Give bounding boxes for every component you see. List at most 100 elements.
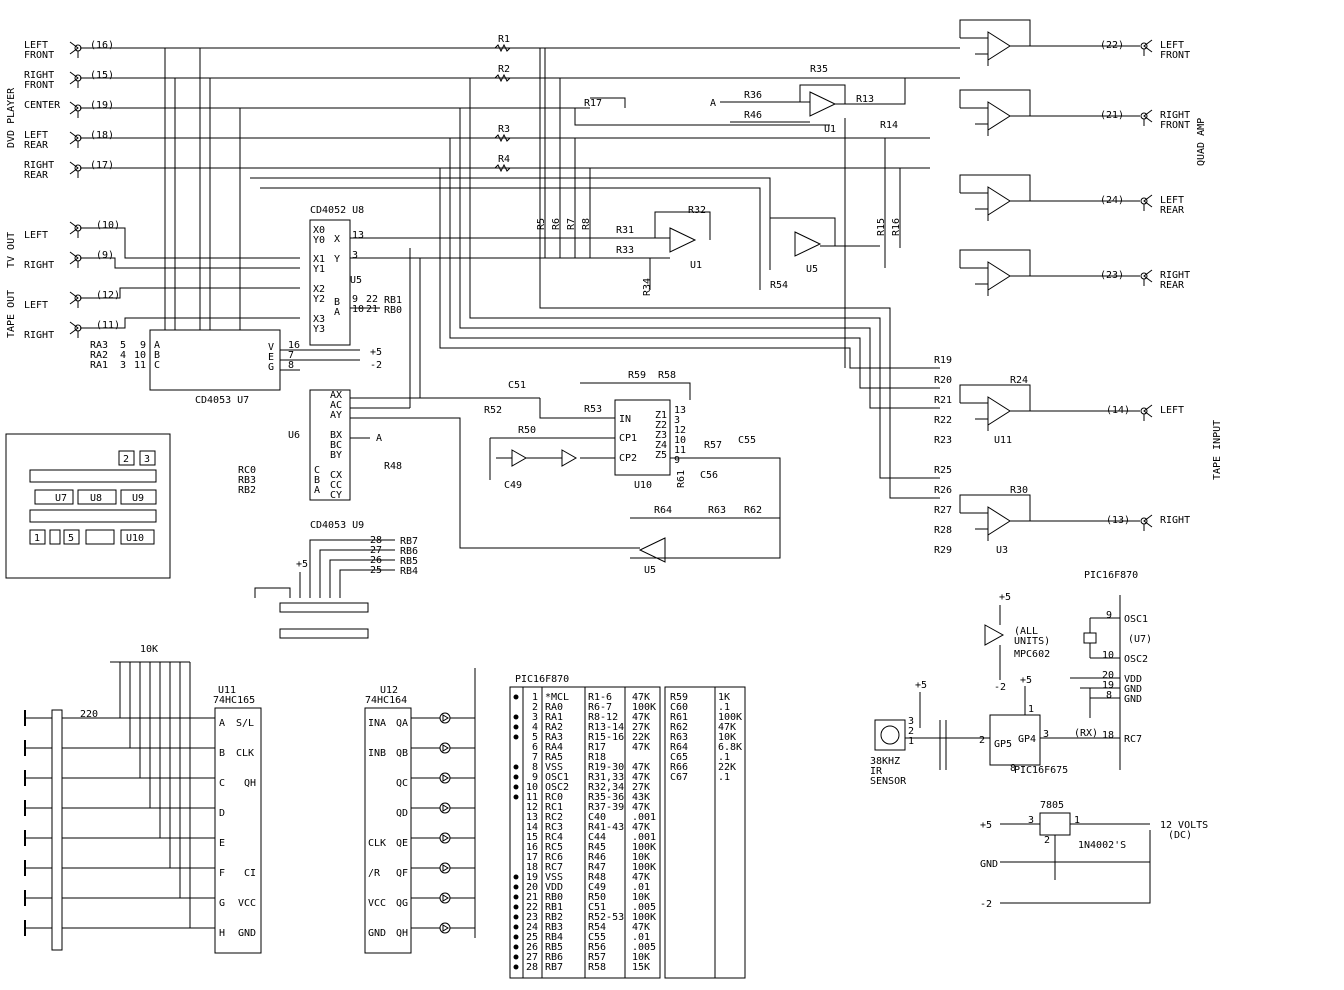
resistor-label: R25 bbox=[934, 465, 952, 476]
part-ref: R37-39 bbox=[588, 802, 624, 813]
svg-text:IN: IN bbox=[619, 414, 631, 425]
tape-out-label: TAPE OUT bbox=[6, 290, 17, 338]
svg-text:U1: U1 bbox=[690, 260, 702, 271]
all-units-label: (ALL bbox=[1014, 626, 1038, 637]
output-label: RIGHT bbox=[1160, 270, 1190, 281]
svg-text:8: 8 bbox=[1106, 690, 1112, 701]
svg-text:Y0: Y0 bbox=[313, 235, 325, 246]
svg-text:22: 22 bbox=[366, 294, 378, 305]
svg-text:A: A bbox=[710, 98, 716, 109]
svg-text:CLK: CLK bbox=[236, 748, 254, 759]
part-ref: R64 bbox=[670, 742, 688, 753]
part-value: 10K bbox=[632, 892, 650, 903]
svg-text:-2: -2 bbox=[980, 899, 992, 910]
svg-text:20: 20 bbox=[1102, 670, 1114, 681]
part-value: 10K bbox=[632, 952, 650, 963]
output-label: REAR bbox=[1160, 205, 1185, 216]
svg-text:AY: AY bbox=[330, 410, 342, 421]
legend-chip: U8 bbox=[90, 493, 102, 504]
svg-text:CLK: CLK bbox=[368, 838, 386, 849]
pin-dot bbox=[513, 964, 519, 970]
part-ref: C67 bbox=[670, 772, 688, 783]
resistor-label: R14 bbox=[880, 120, 898, 131]
part-ref: R17 bbox=[588, 742, 606, 753]
led-icon bbox=[411, 712, 475, 724]
tv-out-group: TV OUT LEFT RIGHT (10) (9) bbox=[6, 220, 120, 271]
output-opamp bbox=[959, 384, 1153, 431]
svg-text:QC: QC bbox=[396, 778, 408, 789]
svg-text:E: E bbox=[268, 352, 274, 363]
pin-signal: RA4 bbox=[545, 742, 563, 753]
button-switches bbox=[24, 661, 215, 951]
pin-dot bbox=[513, 934, 519, 940]
pin-dot bbox=[513, 904, 519, 910]
legend-chip: 1 bbox=[34, 533, 40, 544]
input-label: RIGHT bbox=[24, 70, 54, 81]
svg-text:RC0: RC0 bbox=[238, 465, 256, 476]
part-value: .001 bbox=[632, 812, 656, 823]
part-value: 47K bbox=[718, 722, 736, 733]
output-opamp bbox=[959, 89, 1153, 136]
pin-signal: RB5 bbox=[545, 942, 563, 953]
pin-dot bbox=[513, 924, 519, 930]
pin-signal: RA0 bbox=[545, 702, 563, 713]
part-value: 47K bbox=[632, 802, 650, 813]
pin-dot bbox=[513, 734, 519, 740]
svg-text:1: 1 bbox=[1074, 815, 1080, 826]
tape-out-group: TAPE OUT LEFT RIGHT (12) (11) bbox=[6, 290, 120, 341]
svg-text:Y: Y bbox=[334, 254, 340, 265]
svg-text:VDD: VDD bbox=[1124, 674, 1142, 685]
legend-chip: U10 bbox=[126, 533, 144, 544]
pin-dot bbox=[513, 874, 519, 880]
svg-text:X2: X2 bbox=[313, 284, 325, 295]
part-ref: R52-53 bbox=[588, 912, 624, 923]
resistor-label: R59 bbox=[628, 370, 646, 381]
jack-icon bbox=[1140, 109, 1153, 126]
resistor-label: R63 bbox=[708, 505, 726, 516]
pin-number: 16 bbox=[526, 842, 538, 853]
quad-amp-outputs: QUAD AMP (22) LEFT FRONT (21) RIGHT FRON… bbox=[1100, 40, 1207, 291]
part-value: 22K bbox=[632, 732, 650, 743]
svg-text:QB: QB bbox=[396, 748, 408, 759]
resistor-label: R23 bbox=[934, 435, 952, 446]
u5-buffer: U5 R54 bbox=[769, 217, 880, 291]
jack-icon bbox=[69, 131, 82, 148]
resistor-label: R3 bbox=[498, 124, 510, 135]
part-value: 10K bbox=[632, 852, 650, 863]
u7-label: CD4053 U7 bbox=[195, 395, 249, 406]
input-label: RIGHT bbox=[24, 260, 54, 271]
pin-number: 21 bbox=[526, 892, 538, 903]
pin-dot bbox=[513, 774, 519, 780]
part-value: 47K bbox=[632, 872, 650, 883]
part-ref: R48 bbox=[588, 872, 606, 883]
jack-icon bbox=[69, 101, 82, 118]
svg-text:+5: +5 bbox=[999, 592, 1011, 603]
resistor-label: R2 bbox=[498, 64, 510, 75]
capacitor-label: C55 bbox=[738, 435, 756, 446]
jack-icon bbox=[69, 71, 82, 88]
output-label: FRONT bbox=[1160, 50, 1190, 61]
svg-text:1: 1 bbox=[908, 736, 914, 747]
pin-signal: RC2 bbox=[545, 812, 563, 823]
resistor-label: R4 bbox=[498, 154, 510, 165]
output-label: RIGHT bbox=[1160, 110, 1190, 121]
part-value: 15K bbox=[632, 962, 650, 973]
part-value: 47K bbox=[632, 772, 650, 783]
pin-signal: RB4 bbox=[545, 932, 563, 943]
pin-number: 23 bbox=[526, 912, 538, 923]
svg-text:B: B bbox=[219, 748, 225, 759]
resistor-label: R22 bbox=[934, 415, 952, 426]
svg-text:U5: U5 bbox=[350, 275, 362, 286]
svg-text:10: 10 bbox=[674, 435, 686, 446]
pin-dot bbox=[513, 694, 519, 700]
svg-text:+5: +5 bbox=[915, 680, 927, 691]
svg-text:-2: -2 bbox=[994, 682, 1006, 693]
resistor-label: R57 bbox=[704, 440, 722, 451]
svg-text:G: G bbox=[219, 898, 225, 909]
svg-text:3: 3 bbox=[120, 360, 126, 371]
u9-label: CD4053 U9 bbox=[310, 520, 364, 531]
svg-text:S/L: S/L bbox=[236, 718, 254, 729]
svg-text:RA2: RA2 bbox=[90, 350, 108, 361]
